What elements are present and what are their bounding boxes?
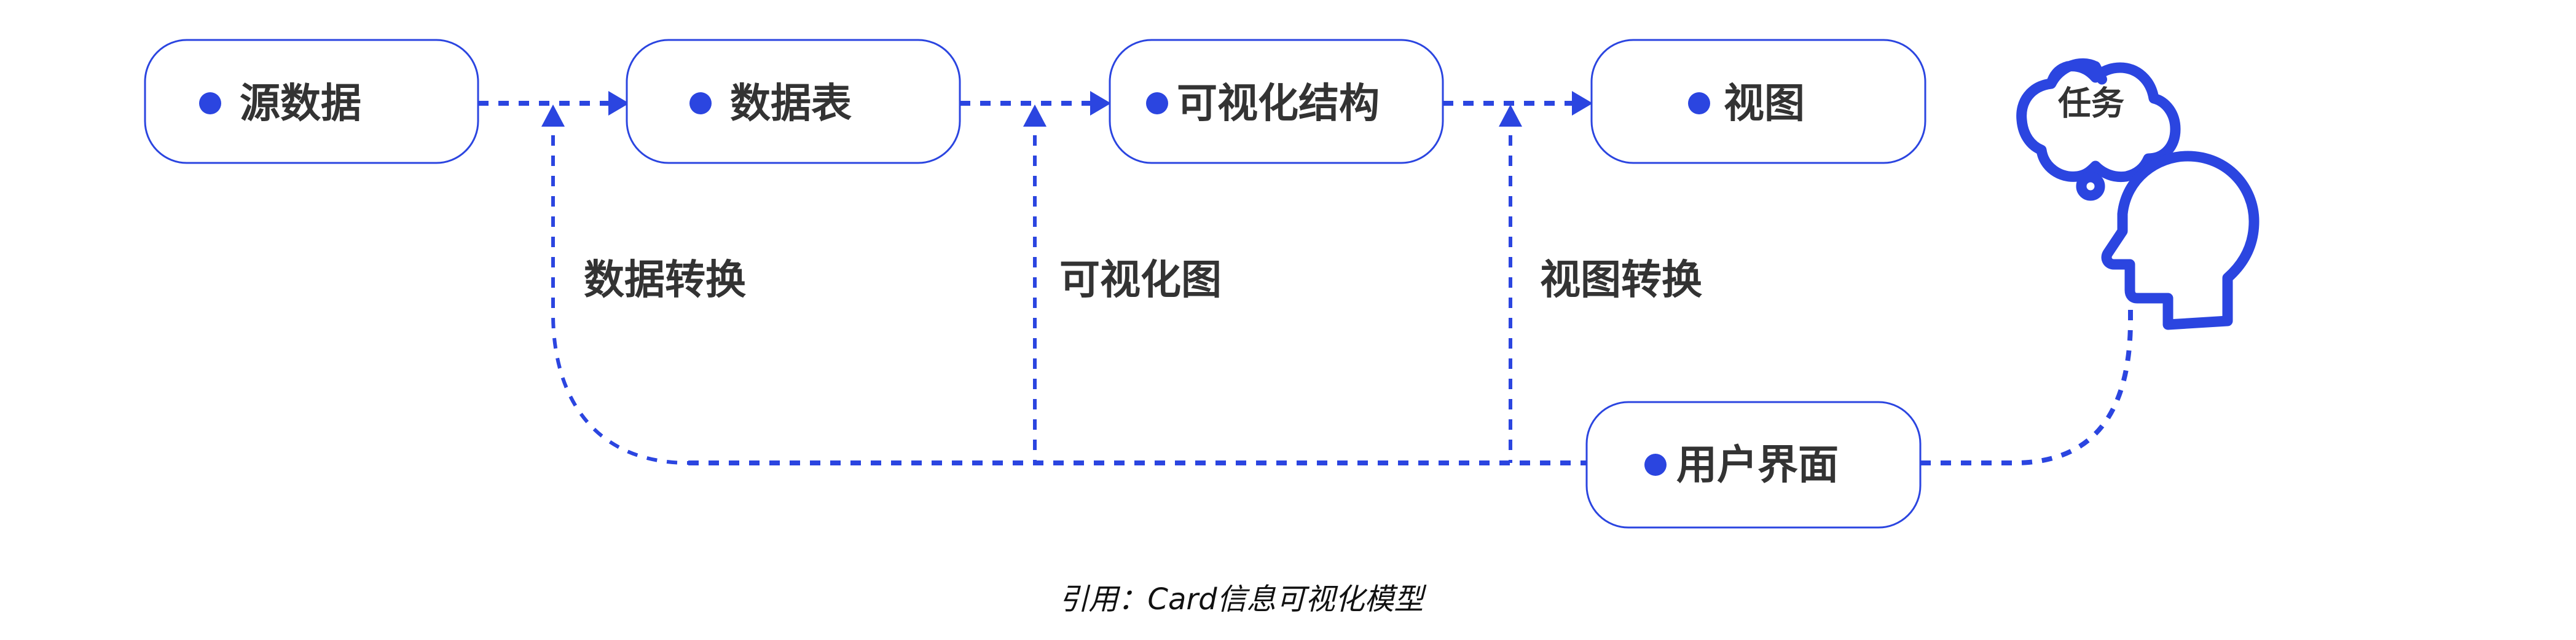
node-label: 用户界面 [1676,441,1839,489]
bullet-dot-icon [1146,92,1168,114]
connectors [478,91,2133,465]
bullet-dot-icon [1688,92,1710,114]
bullet-dot-icon [689,92,712,114]
node-box [1585,401,1922,529]
arrowhead-to-data-table [608,91,629,116]
human-head-icon [2101,151,2260,330]
arrowhead-up-view-transform [1499,105,1522,127]
node-label: 数据表 [730,80,852,127]
node-box [1109,39,1444,164]
node-box [1590,39,1926,164]
label-data-transform: 数据转换 [584,256,746,304]
node-label: 可视化结构 [1177,80,1380,127]
node-view[interactable]: 视图 [1590,39,1926,164]
node-box [144,39,479,164]
label-visual-mapping: 可视化图 [1059,256,1222,304]
user-figure: 任务 [2016,58,2260,330]
bullet-dot-icon [1644,454,1667,476]
cloud-outline [2016,58,2181,183]
arrowhead-up-visual-mapping [1023,105,1046,127]
node-visual-structure[interactable]: 可视化结构 [1109,39,1444,164]
node-box [626,39,961,164]
feedback-data-transform [551,135,689,465]
flow-user-to-interface [1920,301,2133,465]
arrowhead-to-visual-structure [1090,91,1111,116]
node-user-interface[interactable]: 用户界面 [1585,401,1922,529]
node-source-data[interactable]: 源数据 [144,39,479,164]
arrowhead-to-view [1572,91,1593,116]
thought-cloud-icon: 任务 [2016,58,2181,183]
thought-bubble-icon [2076,172,2105,201]
figure-caption: 引用：Card信息可视化模型 [1059,582,1426,617]
bullet-dot-icon [199,92,221,114]
label-view-transform: 视图转换 [1540,256,1702,304]
thought-label: 任务 [2058,84,2124,123]
node-data-table[interactable]: 数据表 [626,39,961,164]
arrowhead-up-data-transform [541,105,565,127]
node-label: 视图 [1724,80,1805,127]
node-label: 源数据 [240,80,361,127]
